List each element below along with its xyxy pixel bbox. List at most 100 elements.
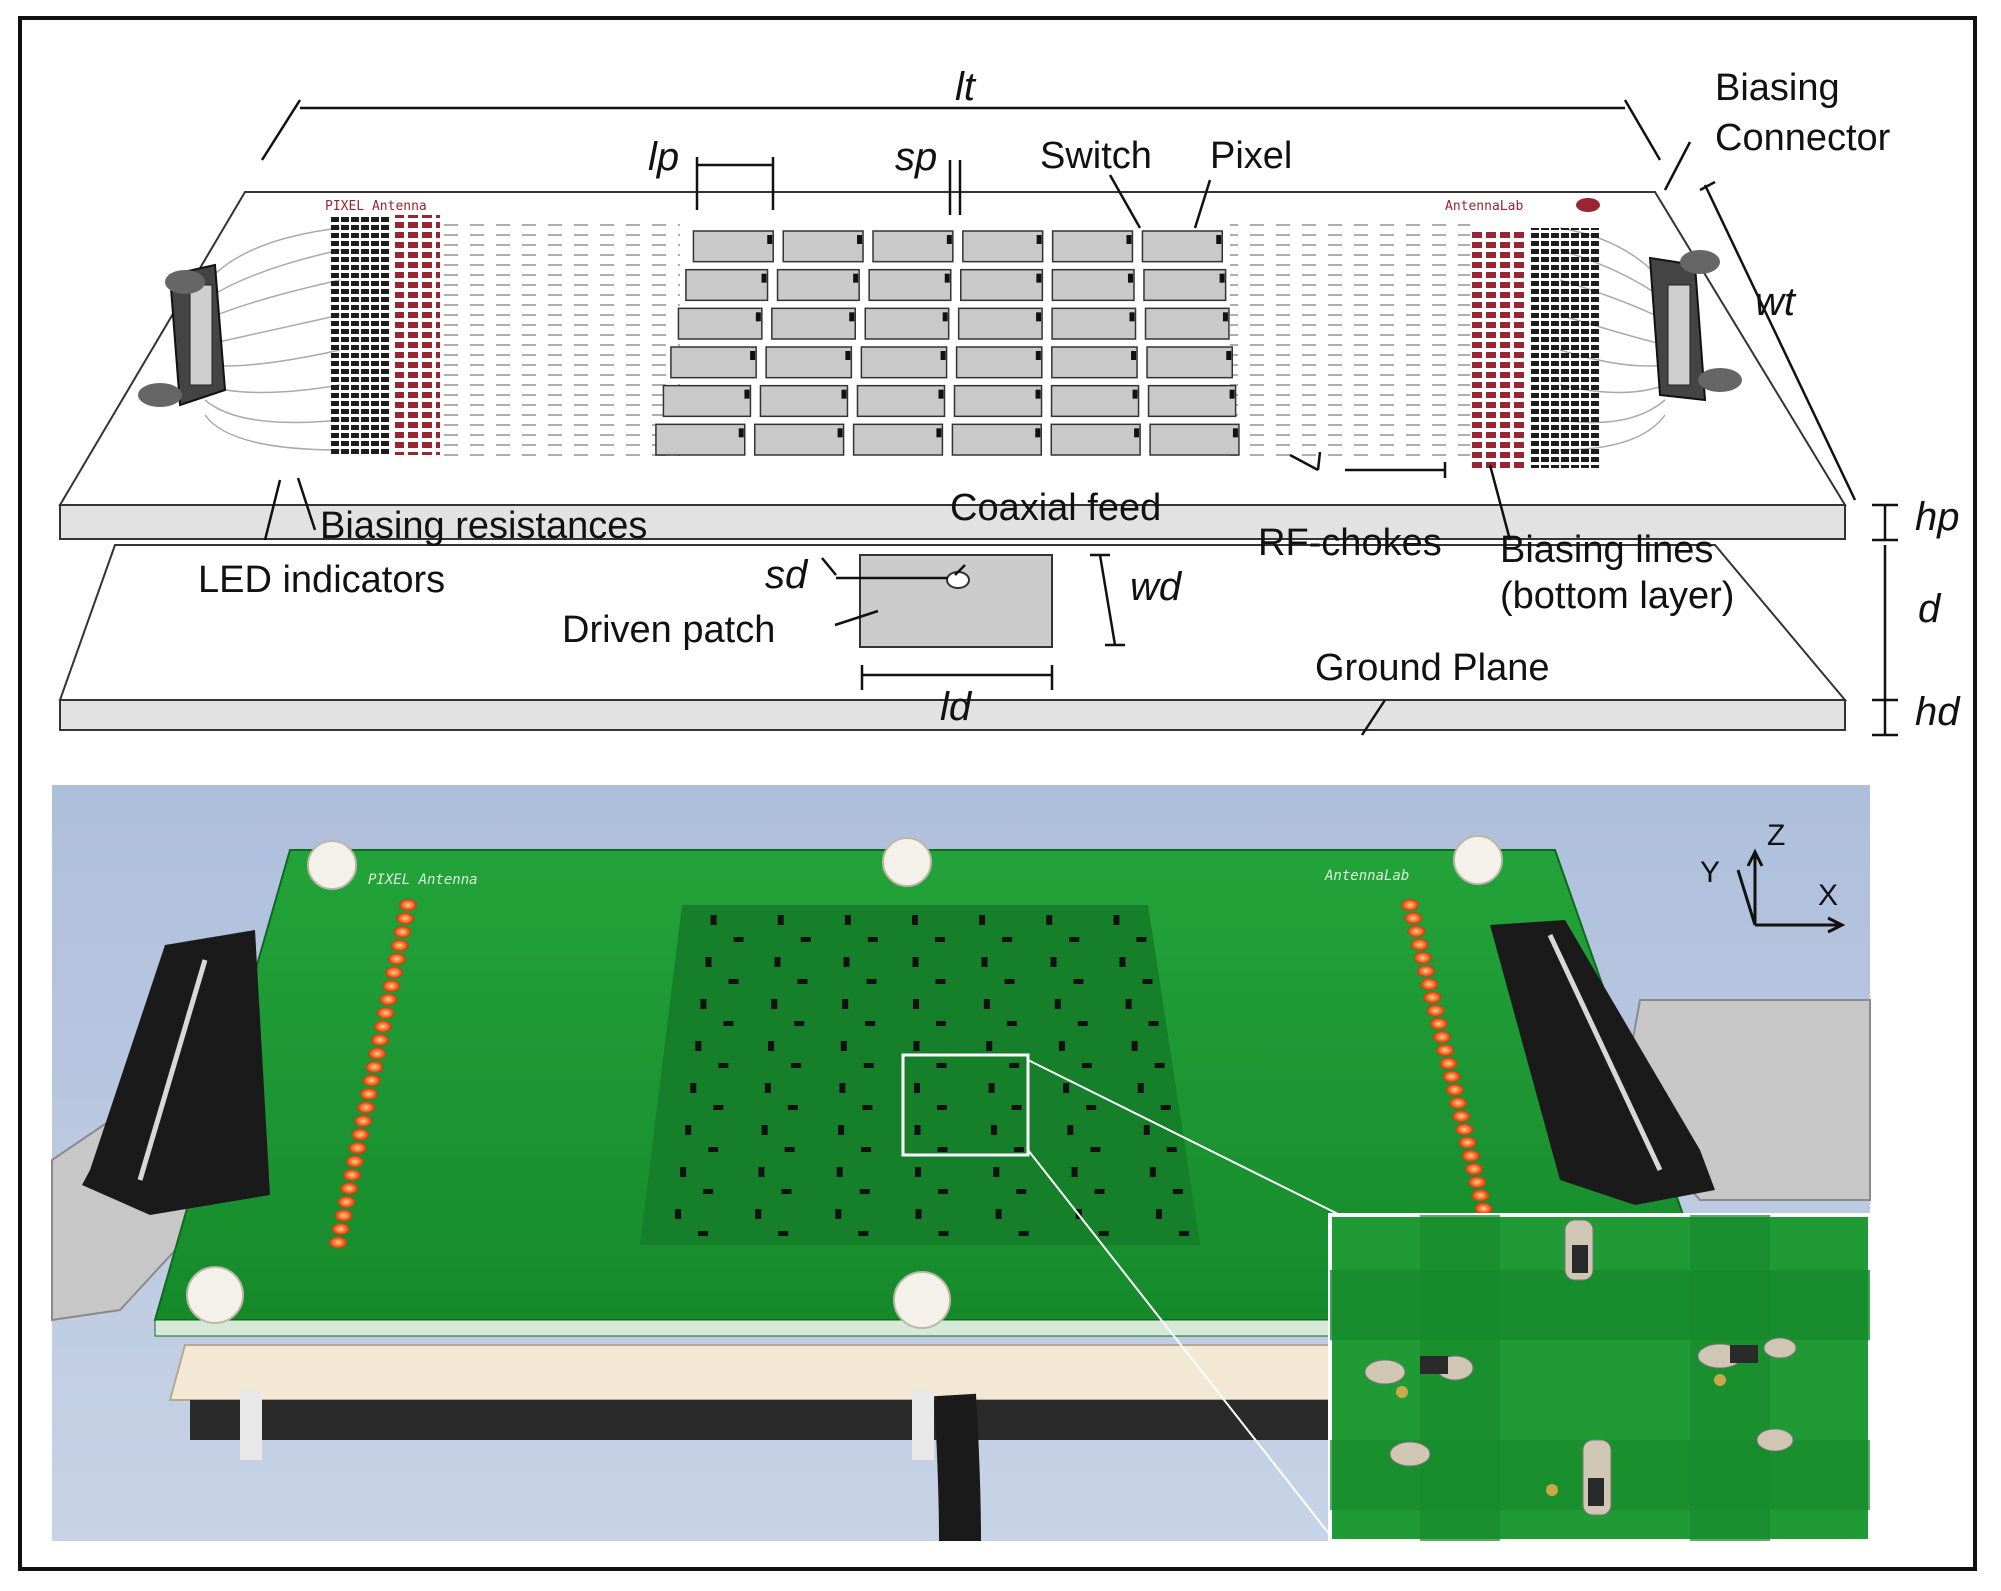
photo-switch	[1148, 1021, 1159, 1026]
photo-switch	[937, 1147, 948, 1152]
led-light	[396, 912, 415, 925]
photo-switch	[839, 1083, 846, 1093]
photo-switch	[1142, 979, 1153, 984]
photo-silk-right: AntennaLab	[1324, 868, 1409, 884]
led-light	[365, 1061, 384, 1073]
photo-switch	[1160, 1105, 1171, 1110]
led-light	[345, 1155, 364, 1168]
photo-switch	[861, 1147, 872, 1152]
led-light	[1410, 938, 1429, 951]
led-light	[1436, 1044, 1455, 1057]
photo-switch	[1154, 1063, 1165, 1068]
pixel-cell	[960, 268, 1044, 302]
photo-switch	[843, 957, 850, 967]
pixel-cell	[872, 230, 954, 263]
pixel-cell	[1050, 384, 1140, 418]
pixel-cell	[782, 230, 864, 263]
led-light	[390, 939, 409, 952]
photo-switch	[768, 1041, 775, 1051]
photo-switch	[1002, 937, 1013, 942]
led-light	[1417, 965, 1435, 977]
photo-switch	[842, 999, 849, 1009]
axis-y-label: Y	[1700, 856, 1720, 889]
photo-silk-left: PIXEL Antenna	[368, 872, 478, 888]
switch-mark	[1129, 312, 1135, 322]
photo-switch	[1018, 1231, 1029, 1236]
label-driven-patch: Driven patch	[562, 609, 775, 651]
axis-x-label: X	[1818, 879, 1838, 912]
photo-switch	[764, 1083, 771, 1093]
photo-switch	[1155, 1209, 1162, 1219]
pixel-cell	[685, 268, 769, 302]
photo-connector-right	[1490, 920, 1715, 1205]
dim-hp: hp	[1915, 495, 1960, 539]
label-coaxial-feed: Coaxial feed	[950, 487, 1161, 529]
photo-switch	[1090, 1147, 1101, 1152]
led-light	[351, 1128, 370, 1141]
switch-mark	[845, 351, 851, 360]
led-light	[1449, 1097, 1467, 1109]
led-light	[331, 1223, 350, 1235]
switch-mark	[744, 389, 750, 399]
led-light	[382, 980, 401, 992]
zoom-inset	[1328, 1213, 1872, 1543]
photo-switch	[1178, 1231, 1189, 1236]
led-light	[357, 1101, 375, 1114]
photo-switch	[1077, 1021, 1088, 1026]
led-light	[387, 953, 406, 965]
photo-switch	[990, 1125, 997, 1135]
photo-switch	[1131, 1041, 1138, 1051]
photo-switch	[1166, 1147, 1177, 1152]
photo-switch	[774, 957, 781, 967]
photo-switch	[835, 1209, 842, 1219]
pcb-silk-right: AntennaLab	[1445, 199, 1523, 214]
photo-switch	[778, 1231, 789, 1236]
dim-lp: lp	[648, 135, 679, 179]
led-light	[368, 1047, 387, 1060]
dim-ld: ld	[940, 685, 973, 729]
photo-switch	[787, 1105, 798, 1110]
biasing-connector-right	[1648, 250, 1742, 402]
photo-switch	[1009, 1063, 1020, 1068]
axis-z-label: Z	[1767, 819, 1785, 852]
photo-switch	[936, 1021, 946, 1026]
photo-switch	[913, 999, 919, 1009]
photo-switch	[1004, 979, 1015, 984]
switch-mark	[767, 235, 773, 244]
photo-switch	[794, 1021, 805, 1026]
coaxial-cable	[934, 1393, 981, 1542]
led-column-left	[329, 899, 417, 1249]
pixel-cell	[953, 384, 1043, 418]
photo-switch	[938, 1189, 948, 1194]
photo-switch	[912, 915, 918, 925]
switch-mark	[1219, 273, 1225, 283]
photo-switch	[1172, 1189, 1183, 1194]
pcb-logo-right	[1576, 198, 1600, 212]
photo-switch	[1054, 999, 1061, 1009]
photo-switch	[915, 1209, 922, 1219]
photo-switch	[800, 937, 811, 942]
switch-mark	[1035, 428, 1041, 438]
pixel-cell	[1051, 346, 1138, 379]
led-light	[1458, 1136, 1477, 1149]
led-light	[399, 899, 417, 911]
led-light	[340, 1182, 359, 1195]
led-light	[1474, 1202, 1493, 1215]
pixel-cell	[677, 307, 763, 340]
photo-switch	[781, 1189, 792, 1194]
pixel-cell	[655, 423, 746, 456]
led-light	[1471, 1189, 1490, 1202]
led-light	[362, 1074, 381, 1087]
photo-switch	[1006, 1021, 1017, 1026]
photo-switch	[698, 1231, 709, 1236]
photo-switch	[844, 915, 851, 925]
led-light	[1468, 1176, 1487, 1189]
switch-mark	[1134, 428, 1140, 438]
photo-connector-left	[82, 930, 270, 1215]
photo-switch	[840, 1041, 847, 1051]
photo-switch	[685, 1125, 692, 1135]
switch-mark	[755, 312, 761, 322]
pixel-cell	[860, 346, 948, 379]
label-biasing-connector-line2: Connector	[1715, 117, 1891, 159]
photo-switch	[708, 1147, 719, 1152]
